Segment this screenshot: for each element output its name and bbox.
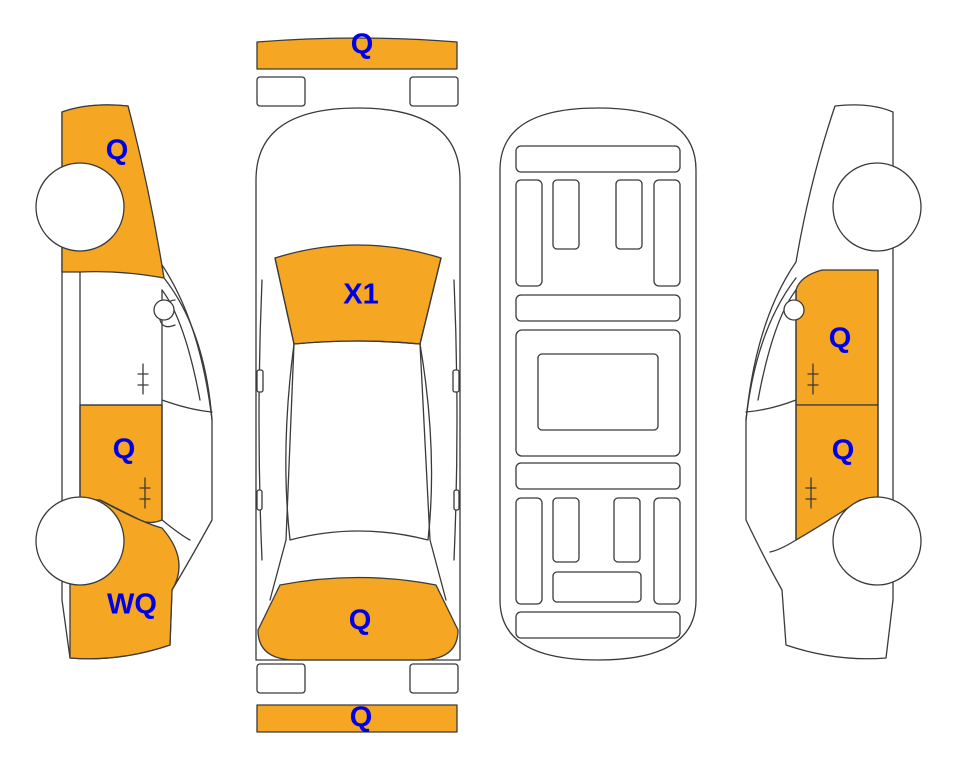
rear-bumper-panel <box>256 704 458 733</box>
left-side-view <box>35 104 213 660</box>
code-right-front-door: Q <box>832 435 855 467</box>
right-side-view <box>745 104 922 660</box>
floor-pan <box>537 353 659 431</box>
windshield-line <box>293 340 421 345</box>
top-body-outline <box>255 107 461 661</box>
right-door-handle-1 <box>807 363 819 395</box>
code-right-rear-door: Q <box>829 323 852 355</box>
code-hood: X1 <box>343 279 378 311</box>
roof-panel <box>285 343 433 541</box>
code-left-rear-quarter: WQ <box>107 589 157 621</box>
handle-right <box>453 489 460 511</box>
mirror-right <box>452 369 460 393</box>
left-door-handle-1 <box>137 363 149 395</box>
left-rear-wheel <box>35 496 125 586</box>
underside-view <box>499 107 697 661</box>
right-side-window <box>419 257 458 601</box>
headlight-left <box>256 76 306 107</box>
trunk-lid-panel <box>257 576 459 661</box>
code-left-front-fender: Q <box>106 135 129 167</box>
rear-crossmember <box>515 462 681 490</box>
left-door-handle-2 <box>139 477 151 509</box>
front-bumper-panel <box>256 37 458 70</box>
left-front-wheel <box>35 162 125 252</box>
rear-block-right <box>613 497 641 563</box>
right-front-wheel <box>832 162 922 252</box>
rear-rail-left <box>515 497 543 605</box>
rear-panel <box>515 611 681 639</box>
taillight-left <box>256 663 306 694</box>
engine-block-right <box>615 179 643 250</box>
handle-left <box>256 489 263 511</box>
code-front-bumper: Q <box>351 29 374 61</box>
rear-rail-right <box>653 497 681 605</box>
dash-crossmember <box>515 294 681 322</box>
headlight-right <box>409 76 459 107</box>
front-rail-left <box>515 179 543 287</box>
right-door-handle-2 <box>805 477 817 509</box>
right-door-lines <box>745 269 879 553</box>
code-rear-bumper: Q <box>350 702 373 734</box>
taillight-right <box>409 663 459 694</box>
code-left-rear-door: Q <box>113 434 136 466</box>
code-trunk-lid: Q <box>349 605 372 637</box>
front-crossmember <box>515 145 681 173</box>
front-rail-right <box>653 179 681 287</box>
damage-code-labels: Q X1 Q Q Q Q WQ Q Q <box>106 29 855 734</box>
right-rear-wheel <box>832 496 922 586</box>
spare-well <box>552 571 642 603</box>
engine-block-left <box>552 179 580 250</box>
mirror-left <box>256 369 264 393</box>
top-view <box>255 37 461 733</box>
right-mirror <box>783 299 805 321</box>
left-mirror <box>153 299 175 321</box>
left-side-window <box>258 257 295 601</box>
right-window-lines <box>757 289 797 401</box>
rear-block-left <box>552 497 580 563</box>
left-door-lines <box>79 271 213 541</box>
